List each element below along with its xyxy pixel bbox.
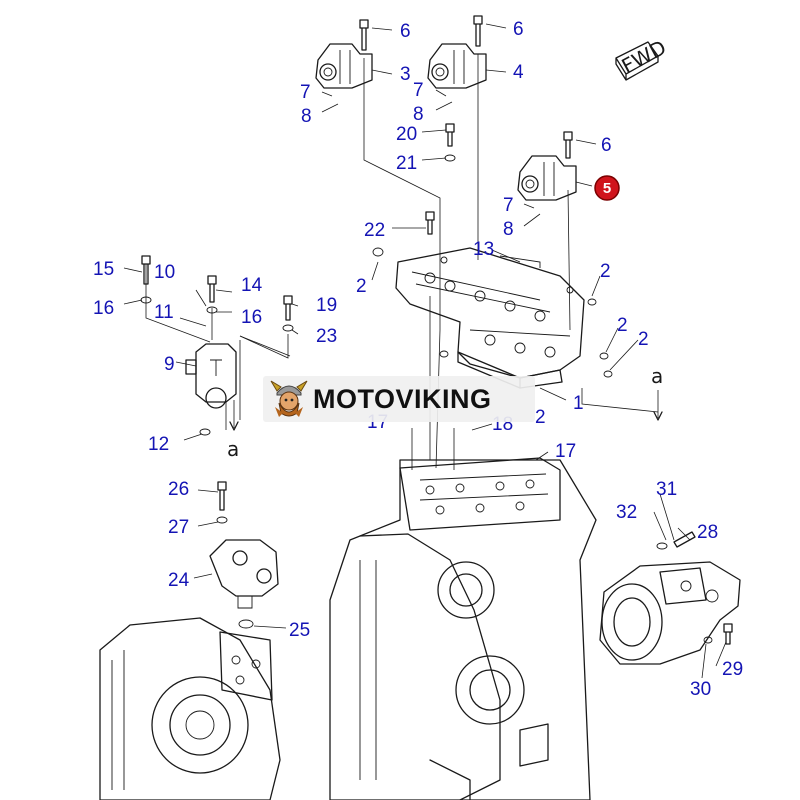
- arrow-a-left: a: [227, 400, 239, 461]
- callout-27: 27: [168, 517, 189, 538]
- callout-1: 1: [573, 393, 584, 414]
- callout-12: 12: [148, 434, 169, 455]
- callout-16-right: 16: [241, 307, 262, 328]
- callout-8-right: 8: [503, 219, 514, 240]
- callout-6-center: 6: [513, 19, 524, 40]
- callout-3: 3: [400, 64, 411, 85]
- callout-28: 28: [697, 522, 718, 543]
- solenoid-valve-3: [315, 43, 373, 89]
- bell-housing: [99, 617, 281, 800]
- callout-6-left: 6: [400, 21, 411, 42]
- callout-21: 21: [396, 153, 417, 174]
- valve-block-24: [209, 539, 279, 629]
- callout-19: 19: [316, 295, 337, 316]
- callout-7-right: 7: [503, 195, 514, 216]
- solenoid-valve-4: [427, 43, 487, 89]
- callout-2-right-upper: 2: [600, 261, 611, 282]
- control-valve-body: [372, 247, 613, 389]
- callout-2-bottom: 2: [535, 407, 546, 428]
- arrow-a-right: a: [651, 364, 663, 421]
- callout-2-valve-top: 2: [356, 276, 367, 297]
- callout-labels: 1 2 2 2 2 2 3 4 6 6 6 7 7 7 8 8 8 9 10 1…: [93, 19, 743, 700]
- watermark-banner: MOTOVIKING: [263, 376, 535, 422]
- callout-25: 25: [289, 620, 310, 641]
- callout-4: 4: [513, 62, 524, 83]
- callout-10: 10: [154, 262, 175, 283]
- callout-17-right: 17: [555, 441, 576, 462]
- callout-31: 31: [656, 479, 677, 500]
- callout-14: 14: [241, 275, 263, 296]
- callout-2-right-mid: 2: [617, 315, 628, 336]
- callout-7-left: 7: [300, 82, 311, 103]
- arrow-a-left-label: a: [227, 437, 239, 461]
- bolts: [140, 15, 733, 645]
- callout-32: 32: [616, 502, 637, 523]
- leader-lines: [123, 23, 727, 679]
- callout-15: 15: [93, 259, 114, 280]
- callout-9: 9: [164, 354, 175, 375]
- fwd-label: FWD: [618, 35, 670, 78]
- watermark-text: MOTOVIKING: [313, 383, 492, 414]
- callout-7-center: 7: [413, 80, 424, 101]
- callout-29: 29: [722, 659, 743, 680]
- callout-22: 22: [364, 220, 385, 241]
- callout-30: 30: [690, 679, 711, 700]
- callout-26: 26: [168, 479, 189, 500]
- callout-6-right: 6: [601, 135, 612, 156]
- callout-16-left: 16: [93, 298, 114, 319]
- callout-13: 13: [473, 239, 494, 260]
- highlighted-callout-5: 5: [594, 175, 620, 201]
- arrow-a-right-label: a: [651, 364, 663, 388]
- callout-24: 24: [168, 570, 190, 591]
- fwd-direction-badge: FWD: [615, 35, 670, 81]
- solenoid-valve-5: [517, 155, 577, 201]
- callout-23: 23: [316, 326, 337, 347]
- callout-8-left: 8: [301, 106, 312, 127]
- viking-mascot-logo: [270, 380, 308, 417]
- valve-block-9: [185, 343, 237, 436]
- transmission-case: [329, 457, 597, 800]
- callout-8-center: 8: [413, 104, 424, 125]
- highlighted-callout-5-label: 5: [603, 180, 611, 197]
- callout-2-right-lower: 2: [638, 329, 649, 350]
- callout-11: 11: [154, 302, 174, 323]
- callout-20: 20: [396, 124, 417, 145]
- pump-assembly-28: [599, 561, 741, 665]
